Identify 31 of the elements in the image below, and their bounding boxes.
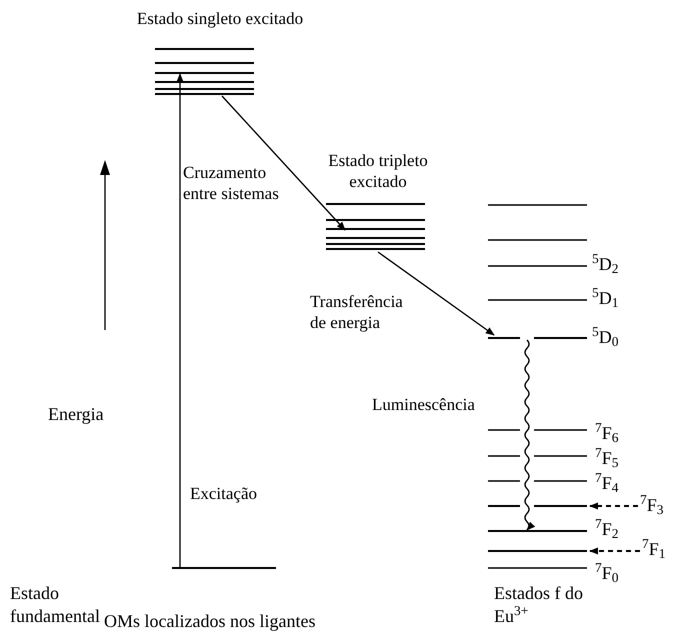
label: Energia <box>48 403 105 426</box>
edge-label: Luminescência <box>372 394 476 416</box>
level-label: $^{7}$F$_{2}$ <box>595 518 619 540</box>
state-title: Estado singleto excitado <box>136 8 304 30</box>
arrow <box>589 547 640 555</box>
wavy-arrow <box>524 340 536 531</box>
label: $^{7}$F$_{0}$ <box>595 562 620 584</box>
energy-level-line <box>488 530 587 532</box>
label: Estado fundamental <box>10 582 101 627</box>
arrow <box>589 502 638 510</box>
label: $^{7}$F$_{6}$ <box>595 422 620 444</box>
edge-label: Cruzamento entre sistemas <box>183 162 280 204</box>
label: $^{5}$D$_{2}$ <box>592 253 620 276</box>
edge-label: Excitação <box>190 483 258 504</box>
arrow <box>378 251 495 336</box>
label: $^{7}$F$_{4}$ <box>595 472 620 494</box>
label: $^{7}$F$_{5}$ <box>595 447 620 470</box>
label: Estados f do Eu$^{3+}$ <box>494 582 584 627</box>
arrow <box>176 73 184 567</box>
state-title: Estado tripleto excitado <box>327 150 429 192</box>
energy-level-line <box>488 505 587 507</box>
level-label: $^{7}$F$_{3}$ <box>640 494 686 520</box>
level-label: $^{5}$D$_{0}$ <box>592 326 618 348</box>
energy-level-line <box>172 567 276 569</box>
edge-label: Transferência de energia <box>310 291 404 334</box>
energy-level-line <box>488 550 587 552</box>
label: OMs localizados nos ligantes <box>104 610 316 632</box>
label: $^{5}$D$_{1}$ <box>592 287 620 310</box>
energy-level-line <box>488 337 587 339</box>
level-label: $^{7}$F$_{1}$ <box>642 538 686 564</box>
arrow <box>222 96 346 231</box>
